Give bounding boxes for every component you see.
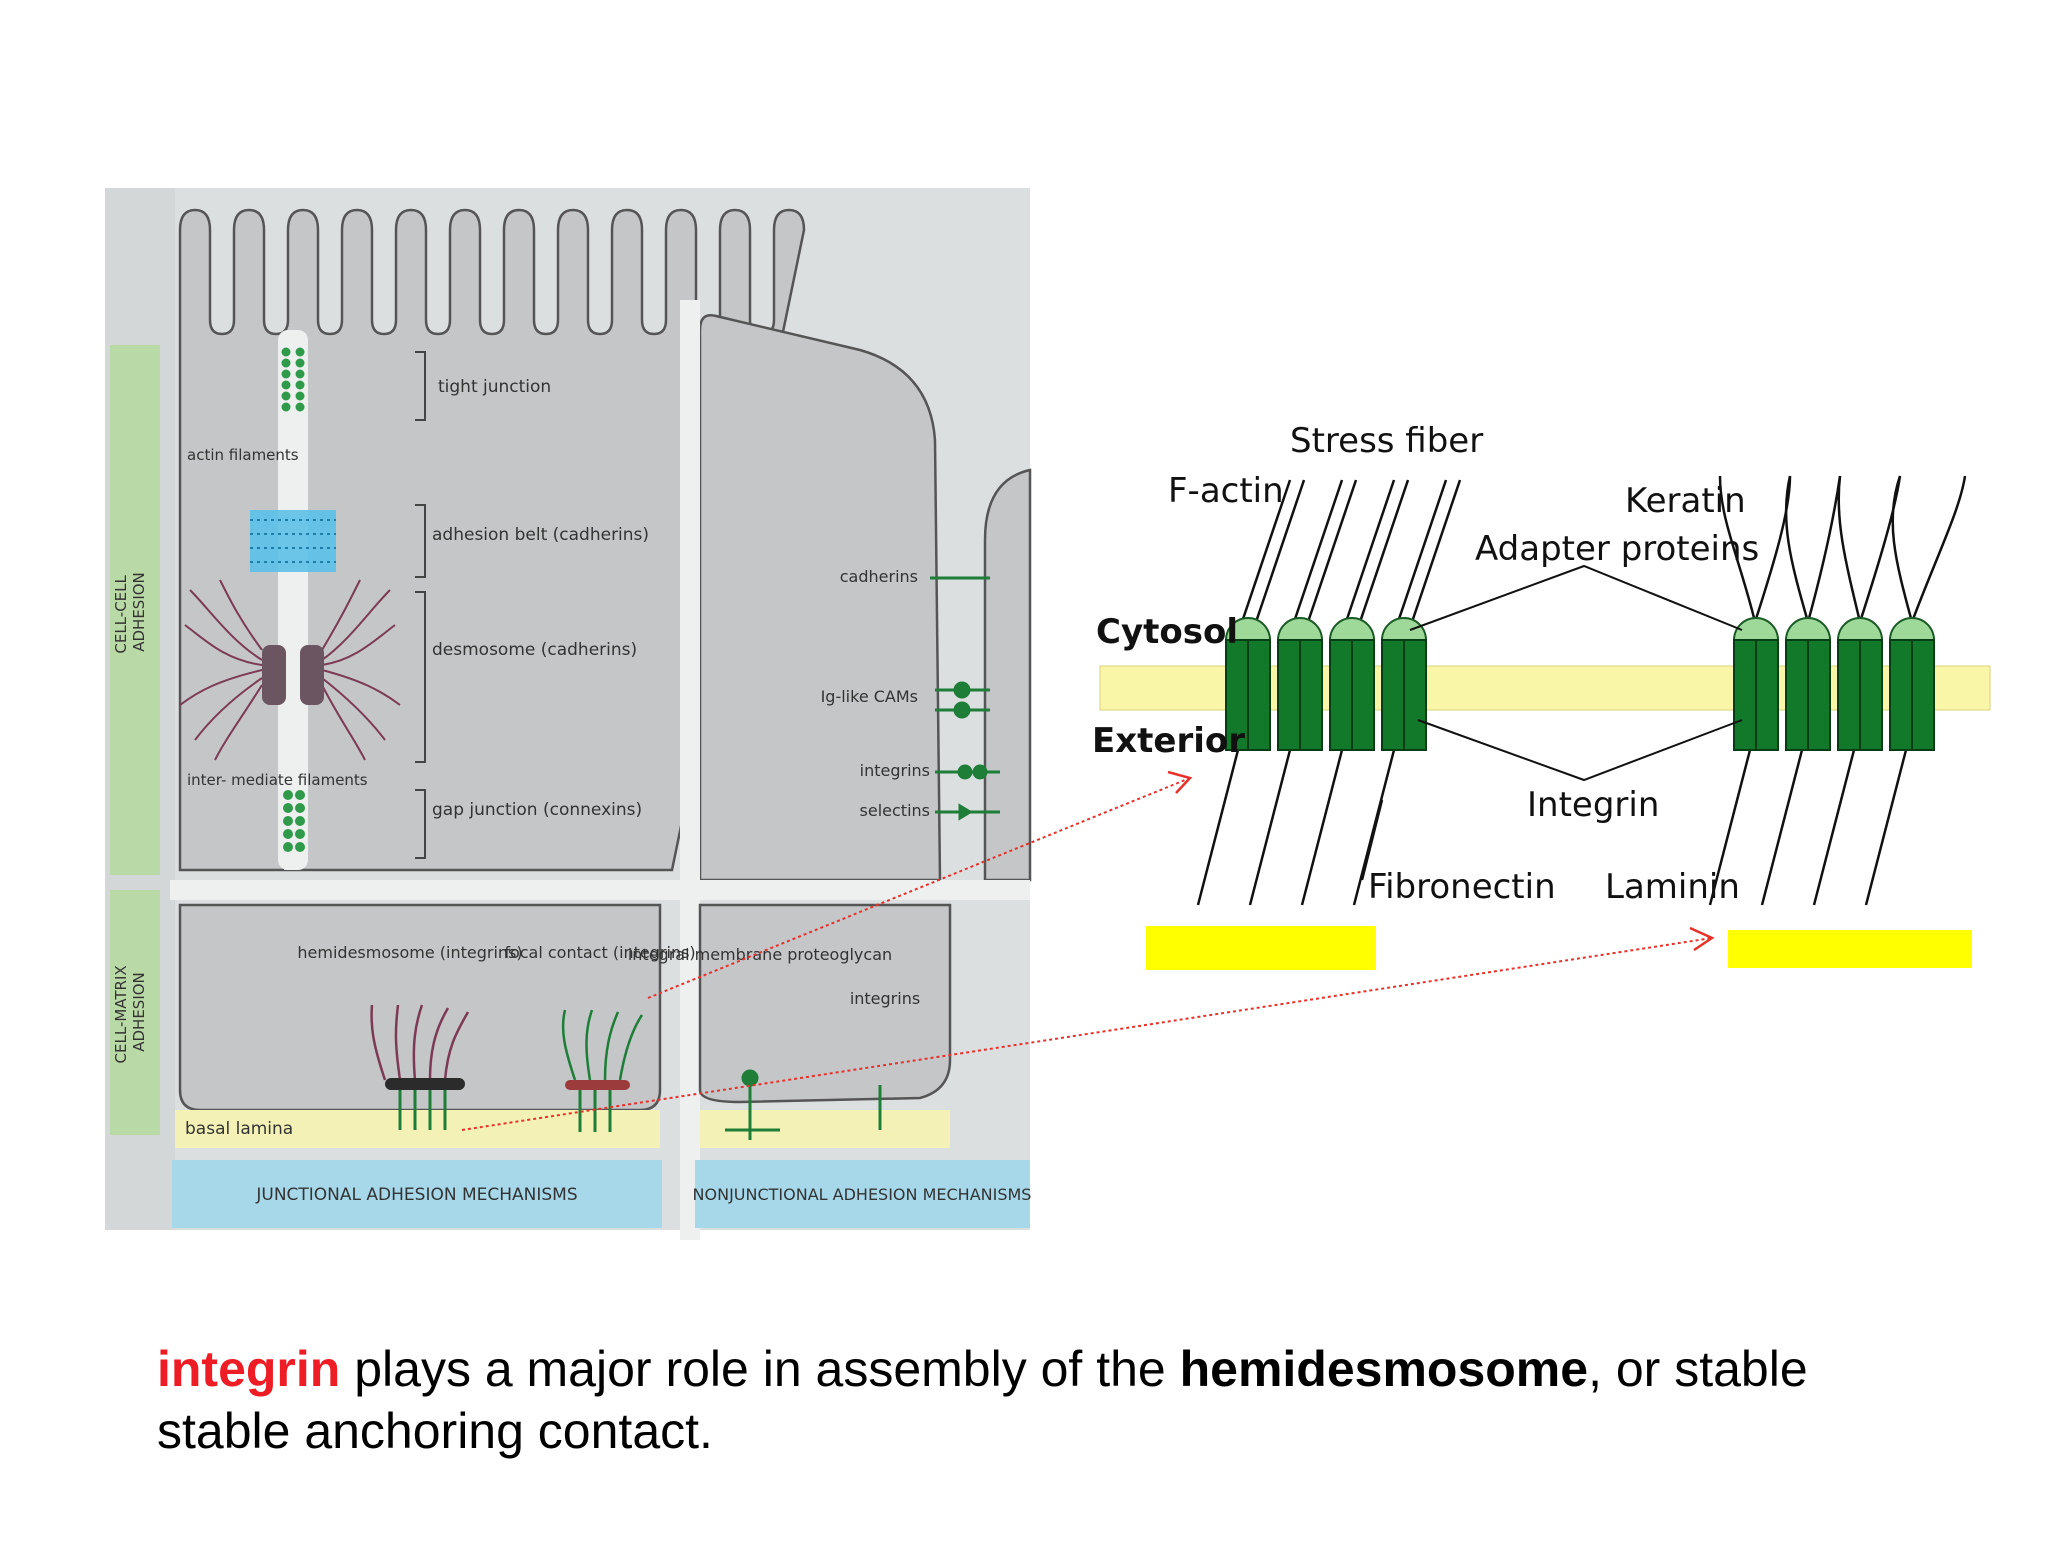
label-keratin: Keratin [1625, 481, 1746, 521]
label-fibronectin: Fibronectin [1368, 867, 1556, 907]
actin-filament-dots [250, 519, 336, 563]
label-adhesion-belt: adhesion belt (cadherins) [432, 525, 649, 545]
label-exterior: Exterior [1092, 721, 1245, 761]
arrowheads [1167, 770, 1715, 952]
hemidesmosome-marker [370, 1004, 470, 1130]
label-nonjunctional: NONJUNCTIONAL ADHESION MECHANISMS [693, 1185, 1032, 1204]
stress-fiber-lines [1240, 479, 1462, 623]
label-laminin: Laminin [1605, 867, 1740, 907]
caption-text-2: , or stable [1588, 1341, 1808, 1397]
cell-cell-side-panel [110, 345, 160, 875]
extracellular-lines [1196, 749, 1908, 906]
label-f-actin: F-actin [1168, 471, 1284, 511]
pointer-arrows [461, 777, 1713, 1131]
label-ig-cams: Ig-like CAMs [821, 687, 918, 706]
tight-junction-beads [281, 347, 305, 412]
desmosome-marker [179, 579, 401, 761]
integrin-schematic: Stress fiber F-actin Keratin Adapter pro… [1092, 421, 1991, 970]
label-hemidesmosome: hemidesmosome (integrins) [297, 943, 522, 962]
label-integrins-bottom: integrins [850, 989, 920, 1008]
label-junctional: JUNCTIONAL ADHESION MECHANISMS [255, 1185, 577, 1205]
caption-text-3: stable anchoring contact. [157, 1403, 713, 1459]
focal-contact-marker [561, 1009, 644, 1132]
cell-matrix-label: CELL-MATRIX ADHESION [112, 961, 148, 1064]
keratin-lines [1718, 475, 1967, 623]
junctional-bar [172, 1160, 662, 1228]
integrin-group-right [1732, 617, 1936, 751]
nonjunctional-bar [695, 1160, 1030, 1228]
proteoglycan-marker [725, 1069, 882, 1140]
caption: integrin plays a major role in assembly … [157, 1338, 1977, 1462]
label-tight-junction: tight junction [438, 377, 551, 397]
cell-far-right [983, 468, 1032, 882]
label-integrin: Integrin [1527, 785, 1659, 825]
label-integral-proteoglycan: integral membrane proteoglycan [628, 945, 892, 964]
label-intermediate-filaments: inter- mediate filaments [187, 771, 368, 789]
label-stress-fiber: Stress fiber [1290, 421, 1483, 461]
label-brackets [415, 351, 426, 859]
nonjunctional-molecules [930, 576, 1000, 821]
leader-lines [1409, 564, 1743, 782]
label-adapter-proteins: Adapter proteins [1475, 529, 1759, 569]
label-cadherins: cadherins [840, 567, 918, 586]
integrin-group-left [1224, 617, 1428, 751]
answer-box-left [1146, 926, 1376, 970]
label-actin-filaments: actin filaments [187, 446, 299, 464]
caption-integrin: integrin [157, 1341, 341, 1397]
gap-junction-beads [283, 790, 305, 852]
answer-box-right [1728, 930, 1972, 968]
intercellular-space [278, 330, 308, 870]
label-gap-junction: gap junction (connexins) [432, 800, 642, 820]
cell-cell-label: CELL-CELL ADHESION [112, 570, 148, 653]
cell-lower-right [698, 903, 952, 1104]
cell-matrix-side-panel [110, 890, 160, 1135]
label-selectins: selectins [860, 801, 930, 820]
label-integrins-right: integrins [860, 761, 930, 780]
label-basal-lamina: basal lamina [185, 1119, 293, 1139]
cell-upper-right [698, 314, 942, 882]
caption-hemidesmosome: hemidesmosome [1179, 1341, 1589, 1397]
cell-adhesion-figure: CELL-CELL ADHESION CELL-MATRIX ADHESION [105, 188, 1031, 1240]
label-focal-contact: focal contact (integrins) [504, 943, 695, 962]
label-desmosome: desmosome (cadherins) [432, 640, 637, 660]
label-cytosol: Cytosol [1096, 612, 1238, 652]
caption-text-1: plays a major role in assembly of the [340, 1341, 1180, 1397]
